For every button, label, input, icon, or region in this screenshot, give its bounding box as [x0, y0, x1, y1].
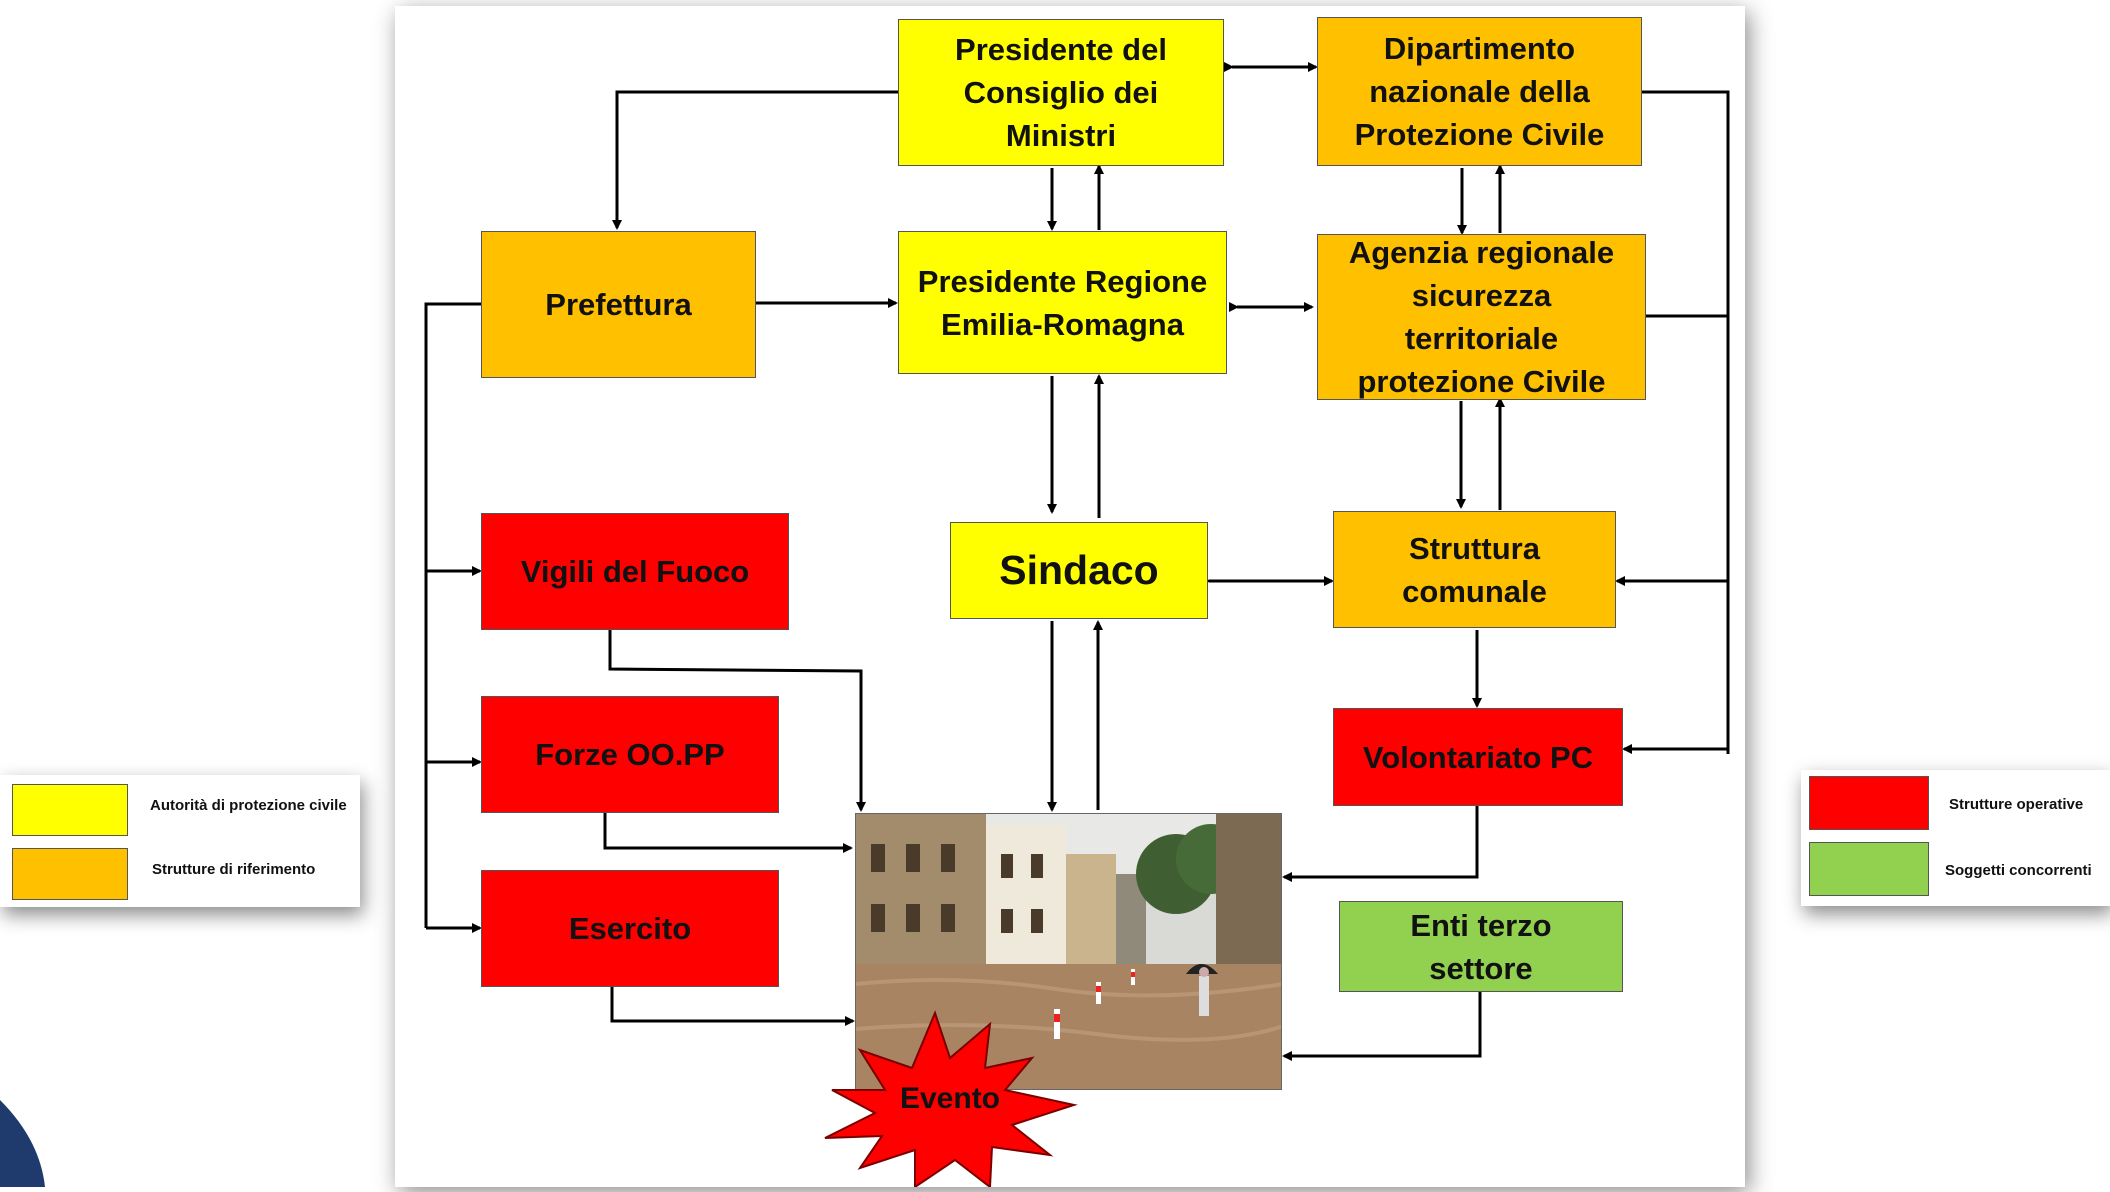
legend-swatch-concurrent	[1809, 842, 1929, 896]
node-enti-terzo-settore: Enti terzo settore	[1339, 901, 1623, 992]
starburst-icon	[824, 1010, 1078, 1187]
legend-swatch-operative	[1809, 776, 1929, 830]
node-sindaco: Sindaco	[950, 522, 1208, 619]
node-struttura-comunale: Struttura comunale	[1333, 511, 1616, 628]
legend-right: Strutture operative Soggetti concorrenti	[1801, 770, 2110, 906]
legend-label-operative: Strutture operative	[1949, 796, 2084, 813]
node-agenzia-regionale: Agenzia regionale sicurezza territoriale…	[1317, 234, 1646, 400]
legend-left: Autorità di protezione civile Strutture …	[0, 775, 360, 907]
legend-swatch-reference	[12, 848, 128, 900]
legend-label-reference: Strutture di riferimento	[152, 861, 316, 878]
node-presidente-regione: Presidente Regione Emilia-Romagna	[898, 231, 1227, 374]
legend-label-concurrent: Soggetti concorrenti	[1945, 862, 2092, 879]
node-volontariato-pc: Volontariato PC	[1333, 708, 1623, 806]
event-starburst: Evento	[820, 1010, 1080, 1187]
node-vigili-del-fuoco: Vigili del Fuoco	[481, 513, 789, 630]
node-presidente-consiglio: Presidente del Consiglio dei Ministri	[898, 19, 1224, 166]
corner-decoration	[0, 1100, 60, 1187]
event-label: Evento	[899, 1081, 1001, 1115]
node-dipartimento-protezione-civile: Dipartimento nazionale della Protezione …	[1317, 17, 1642, 166]
node-prefettura: Prefettura	[481, 231, 756, 378]
legend-swatch-authority	[12, 784, 128, 836]
legend-label-authority: Autorità di protezione civile	[150, 797, 347, 814]
node-esercito: Esercito	[481, 870, 779, 987]
node-forze-oopp: Forze OO.PP	[481, 696, 779, 813]
